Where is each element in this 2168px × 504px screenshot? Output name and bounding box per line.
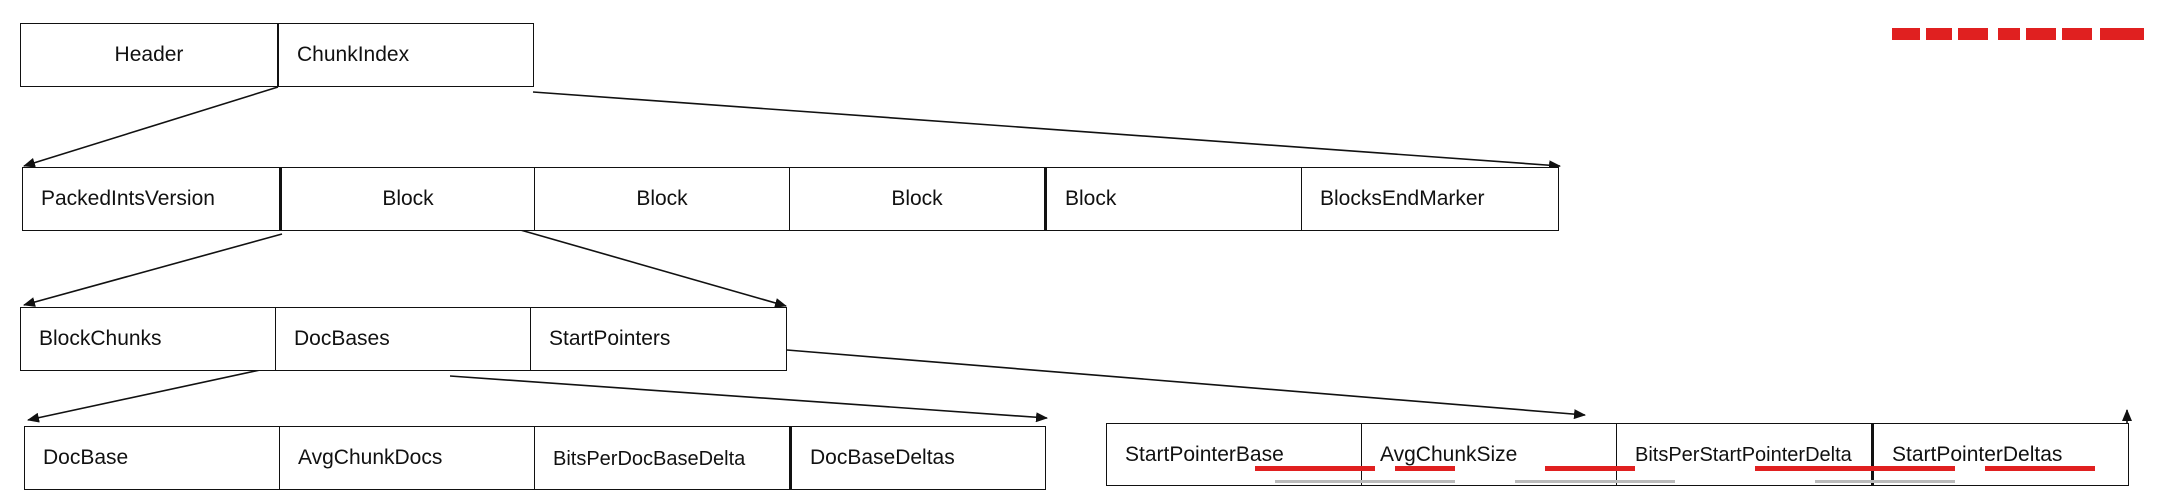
docbase-box: DocBase [24,426,280,490]
avgchunkdocs-label: AvgChunkDocs [298,446,443,469]
arrow-docbases-end [449,375,1048,423]
blocksendmarker-box: BlocksEndMarker [1301,167,1559,231]
arrow-block-start [23,233,283,307]
watermark-top [1890,20,2168,50]
bitsperdocbasedelta-box: BitsPerDocBaseDelta [534,426,790,490]
chunkindex-box: ChunkIndex [278,23,534,87]
header-label: Header [114,43,184,66]
docbasedeltas-box: DocBaseDeltas [789,426,1046,490]
docbases-box: DocBases [275,307,531,371]
startpointers-box: StartPointers [530,307,787,371]
startpointerdeltas-box: StartPointerDeltas [1871,423,2129,486]
block-box-4: Block [1044,167,1302,231]
block-label-1: Block [382,187,434,210]
docbase-label: DocBase [43,446,129,469]
packedintsversion-label: PackedIntsVersion [41,187,215,210]
block-label-4: Block [1065,187,1117,210]
blocksendmarker-label: BlocksEndMarker [1320,187,1485,210]
blockchunks-box: BlockChunks [20,307,276,371]
block-label-3: Block [891,187,943,210]
blockchunks-label: BlockChunks [39,327,162,350]
startpointerbase-label: StartPointerBase [1125,442,1284,466]
block-box-1: Block [279,167,535,231]
arrow-chunkindex-end [532,91,1561,171]
avgchunksize-label: AvgChunkSize [1380,442,1518,466]
docbases-label: DocBases [294,327,390,350]
arrow-startpointers-end [786,349,1586,420]
block-box-2: Block [534,167,790,231]
packedintsversion-box: PackedIntsVersion [22,167,280,231]
block-box-3: Block [789,167,1045,231]
docbasedeltas-label: DocBaseDeltas [810,446,955,469]
startpointerdeltas-label: StartPointerDeltas [1892,442,2063,466]
chunkindex-label: ChunkIndex [297,43,410,66]
arrow-docbases-start [27,366,275,423]
bitsperstartpointerdelta-box: BitsPerStartPointerDelta [1616,423,1872,486]
avgchunkdocs-box: AvgChunkDocs [279,426,535,490]
block-label-2: Block [636,187,688,210]
arrow-block-end [516,228,787,308]
bitsperdocbasedelta-label: BitsPerDocBaseDelta [553,447,746,470]
arrow-chunkindex-start [23,86,279,168]
watermark-bottom [1255,456,2125,488]
header-box: Header [20,23,278,87]
startpointers-label: StartPointers [549,327,671,350]
bitsperstartpointerdelta-label: BitsPerStartPointerDelta [1635,444,1852,466]
startpointerbase-box: StartPointerBase [1106,423,1362,486]
